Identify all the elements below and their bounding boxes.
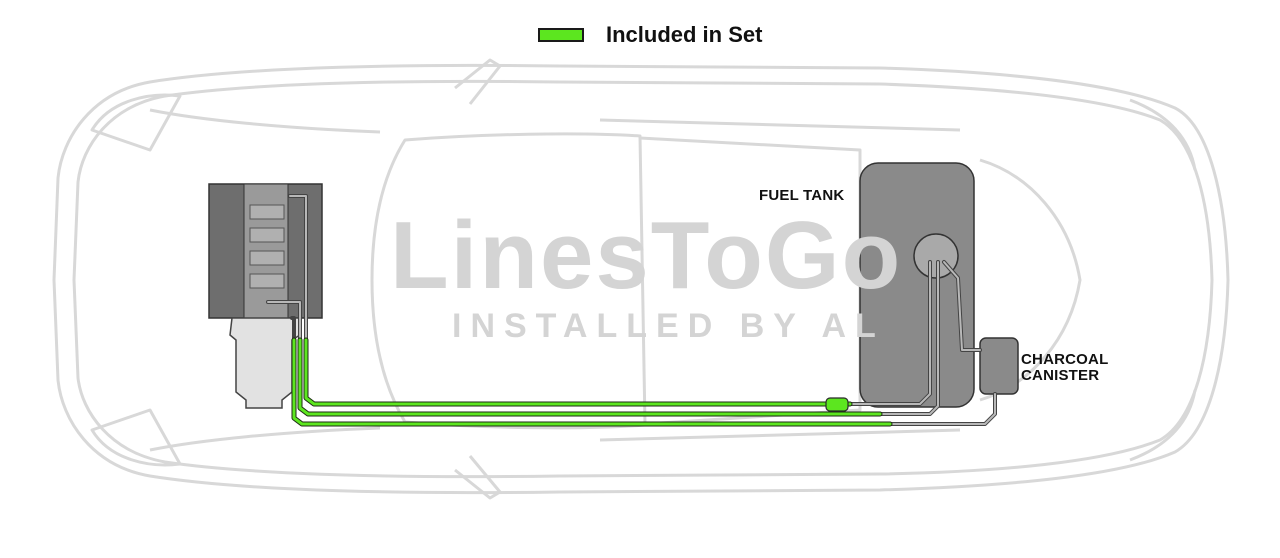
hood-line-top (149, 108, 381, 134)
car-body-inner (72, 79, 1214, 479)
line-third-gray-engine (290, 316, 296, 342)
door-line-bottom (599, 428, 961, 442)
rear-glass (979, 158, 1082, 402)
door-line-top (599, 118, 961, 132)
fuel-tank-label: FUEL TANK (759, 187, 845, 204)
engine-cylinders (249, 204, 285, 289)
car-outline (52, 58, 1230, 500)
taillight-bottom (1129, 389, 1197, 462)
charcoal-canister (979, 337, 1019, 395)
fuel-lines-included (291, 337, 893, 427)
car-body (52, 63, 1230, 495)
taillight-top (1129, 98, 1197, 171)
legend-label: Included in Set (606, 22, 763, 47)
fuel-filter (825, 397, 849, 412)
charcoal-label-line1: CHARCOAL (1021, 351, 1109, 368)
charcoal-label-line2: CANISTER (1021, 367, 1100, 384)
legend-swatch (538, 28, 584, 42)
headlight-top (90, 93, 182, 152)
charcoal-canister-label: CHARCOAL CANISTER (1021, 352, 1108, 384)
mirror-right (454, 455, 502, 500)
roof (639, 136, 862, 426)
line-feed-included (303, 337, 853, 407)
mirror-left (454, 58, 502, 105)
fuel-lines-gray-inner (267, 195, 996, 425)
engine (208, 183, 323, 409)
fuel-tank-body (859, 162, 975, 408)
transmission (229, 317, 301, 409)
legend: Included in Set (538, 22, 762, 48)
windshield (370, 132, 647, 430)
headlight-bottom (90, 408, 182, 467)
hood-line-bottom (149, 426, 381, 452)
line-vapor-included (291, 337, 893, 427)
